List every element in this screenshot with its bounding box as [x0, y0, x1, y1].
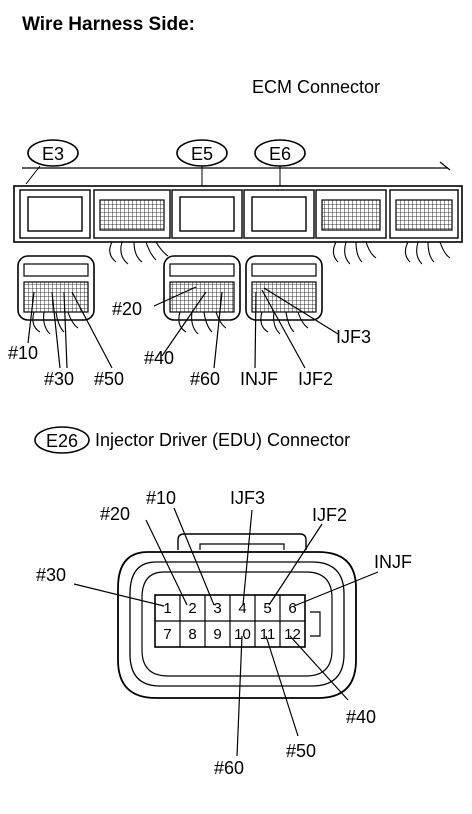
edu-ijf2-label: IJF2 — [312, 505, 347, 525]
ecm-connector-housing — [13, 161, 463, 265]
ecm-pin-10-label: #10 — [8, 343, 38, 363]
page-title: Wire Harness Side: — [22, 14, 195, 35]
edu-pin-10-label: #10 — [146, 488, 176, 508]
edu-pin-number: 9 — [213, 626, 221, 643]
e26-code-oval: E26 — [34, 426, 90, 454]
edu-pin-number: 5 — [263, 600, 271, 617]
e3-code-oval: E3 — [27, 139, 79, 167]
e6-harness-plug — [245, 255, 323, 335]
edu-pin-number: 2 — [188, 600, 196, 617]
e6-code-oval: E6 — [254, 139, 306, 167]
edu-leader-lines — [73, 507, 379, 757]
edu-pin-30-label: #30 — [36, 565, 66, 585]
ecm-leader-lines — [27, 286, 339, 369]
edu-injf-label: INJF — [374, 552, 412, 572]
e5-code-oval: E5 — [176, 139, 228, 167]
edu-pin-20-label: #20 — [100, 504, 130, 524]
ecm-pin-60-label: #60 — [190, 369, 220, 389]
e3-code-label: E3 — [42, 144, 64, 164]
ecm-ijf2-label: IJF2 — [298, 369, 333, 389]
e26-code-label: E26 — [46, 431, 78, 451]
ecm-pin-40-label: #40 — [144, 348, 174, 368]
edu-ijf3-label: IJF3 — [230, 488, 265, 508]
e6-code-label: E6 — [269, 144, 291, 164]
edu-pin-60-label: #60 — [214, 758, 244, 778]
ecm-pin-50-label: #50 — [94, 369, 124, 389]
e5-harness-plug — [163, 255, 241, 335]
edu-pin-50-label: #50 — [286, 741, 316, 761]
edu-pin-number: 10 — [234, 626, 251, 643]
edu-pin-number: 8 — [188, 626, 196, 643]
edu-pin-number: 3 — [213, 600, 221, 617]
e3-harness-plug — [17, 255, 95, 335]
edu-connector-outline — [117, 533, 357, 699]
edu-pin-grid — [154, 594, 306, 648]
edu-pin-40-label: #40 — [346, 707, 376, 727]
e5-code-label: E5 — [191, 144, 213, 164]
edu-connector-title: Injector Driver (EDU) Connector — [95, 430, 350, 450]
ecm-ijf3-label: IJF3 — [336, 327, 371, 347]
edu-pin-number: 12 — [284, 626, 301, 643]
edu-pin-number: 6 — [288, 600, 296, 617]
ecm-pin-30-label: #30 — [44, 369, 74, 389]
edu-pin-number: 4 — [238, 600, 246, 617]
ecm-connector-title: ECM Connector — [252, 77, 380, 97]
edu-pin-number: 7 — [163, 626, 171, 643]
ecm-pin-20-label: #20 — [112, 299, 142, 319]
edu-pin-number: 11 — [260, 626, 276, 643]
edu-pin-number: 1 — [163, 600, 171, 617]
ecm-injf-label: INJF — [240, 369, 278, 389]
